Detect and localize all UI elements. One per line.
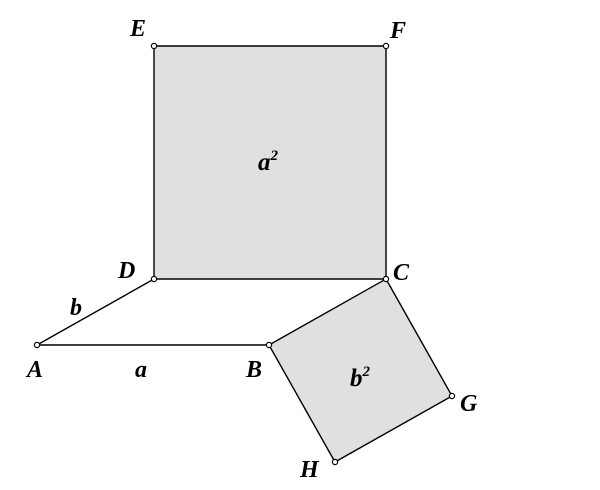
point-h	[331, 458, 339, 466]
area-a-exponent: 2	[270, 148, 279, 164]
label-c: C	[393, 260, 410, 286]
label-d: D	[117, 258, 135, 284]
label-segment-a: a	[135, 357, 147, 383]
area-label-a-squared: a2	[258, 148, 279, 176]
label-h: H	[299, 457, 320, 483]
area-b-exponent: 2	[362, 364, 371, 380]
area-b-base: b	[350, 365, 363, 392]
segment-ad	[36, 278, 155, 346]
label-a: A	[25, 357, 43, 383]
label-e: E	[129, 16, 146, 42]
point-c	[382, 275, 390, 283]
point-b	[265, 341, 273, 349]
area-a-base: a	[258, 149, 271, 176]
point-e	[150, 42, 158, 50]
label-b: B	[245, 357, 262, 383]
point-f	[382, 42, 390, 50]
area-label-b-squared: b2	[350, 364, 371, 392]
label-g: G	[460, 391, 478, 417]
point-a	[33, 341, 41, 349]
label-segment-b: b	[70, 295, 82, 321]
point-d	[150, 275, 158, 283]
label-f: F	[389, 18, 406, 44]
point-g	[448, 392, 456, 400]
